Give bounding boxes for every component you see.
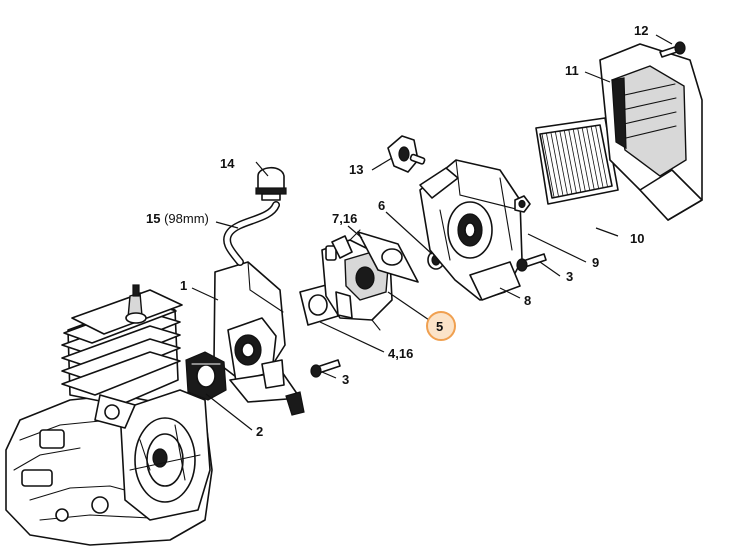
part-1-intake-housing — [213, 261, 305, 416]
part-7-16-gasket — [357, 231, 419, 283]
engine-crankcase — [5, 389, 213, 546]
callout-15: 15 (98mm) — [146, 211, 209, 226]
filter-pleat-line — [577, 128, 591, 191]
filter-pleat-line — [541, 133, 555, 198]
callout-3-lower: 3 — [342, 372, 349, 387]
callout-6: 6 — [378, 198, 385, 213]
callout-12: 12 — [634, 23, 648, 38]
filter-pleat-line — [572, 129, 586, 192]
filter-pleat-line — [554, 131, 568, 195]
part-12-cover-screw — [659, 41, 686, 58]
part-11-filter-cover — [599, 43, 703, 221]
part-2-intake-manifold — [185, 351, 227, 401]
callout-11: 11 — [565, 63, 579, 78]
filter-pleat-line — [581, 127, 595, 190]
callout-2: 2 — [256, 424, 263, 439]
part-8-air-filter-base — [419, 159, 523, 301]
leader-lines — [191, 34, 673, 431]
filter-pleat-line — [550, 132, 564, 196]
part-9-nut — [514, 195, 531, 213]
callout-7-16: 7,16 — [332, 211, 357, 226]
filter-pleat-line — [559, 131, 573, 194]
part-3-screw-lower — [310, 359, 341, 378]
part-13-choke-knob — [387, 135, 426, 173]
engine-cylinder — [61, 284, 183, 429]
part-3-screw-upper — [516, 253, 547, 272]
callout-4-16: 4,16 — [388, 346, 413, 361]
filter-pleat-line — [599, 124, 613, 187]
part-14-primer-bulb — [255, 166, 287, 201]
callout-labels: 12 11 14 13 15 (98mm) 6 7,16 10 9 3 8 1 … — [146, 23, 648, 439]
highlight-circle-part-5 — [426, 311, 456, 341]
filter-pleat-line — [546, 133, 559, 197]
filter-pleat-line — [563, 130, 577, 193]
callout-8: 8 — [524, 293, 531, 308]
callout-5: 5 — [436, 319, 443, 334]
filter-pleat-line — [586, 127, 600, 189]
part-15-fuel-line — [223, 201, 280, 266]
callout-13: 13 — [349, 162, 363, 177]
callout-10: 10 — [630, 231, 644, 246]
callout-3-upper: 3 — [566, 269, 573, 284]
callout-14: 14 — [220, 156, 235, 171]
callout-9: 9 — [592, 255, 599, 270]
part-10-air-filter — [535, 117, 619, 205]
filter-pleat-line — [595, 125, 608, 187]
filter-pleat-line — [568, 129, 582, 192]
callout-1: 1 — [180, 278, 187, 293]
filter-pleat-line — [590, 126, 604, 188]
